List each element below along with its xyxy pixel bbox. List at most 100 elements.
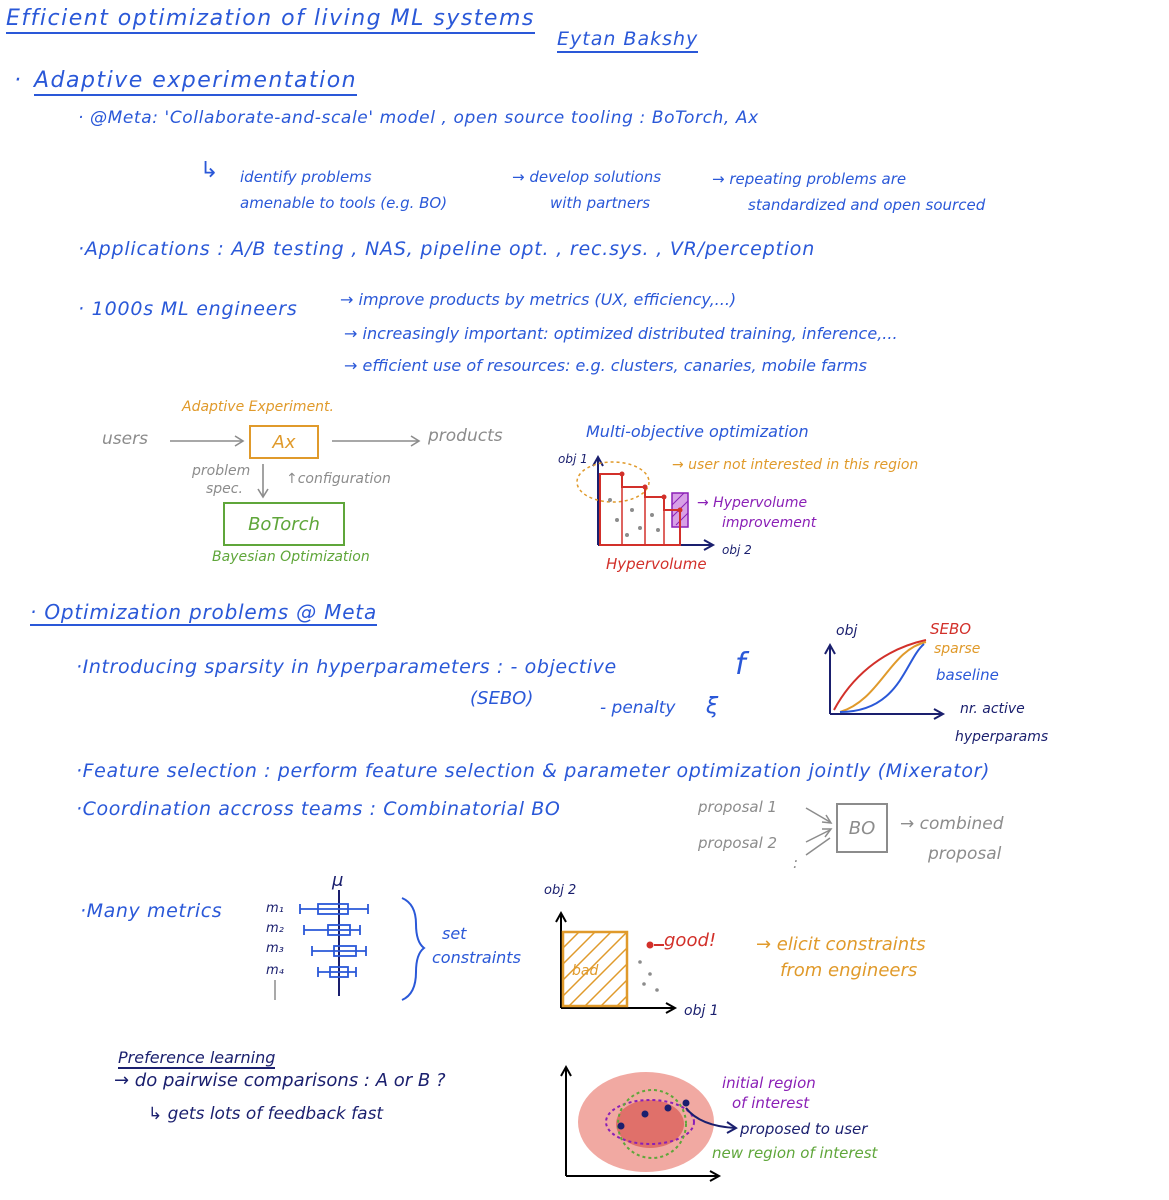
objective-f-symbol: f	[735, 647, 746, 682]
constraint-y-label: obj 2	[544, 883, 577, 898]
sebo-x-label-a: nr. active	[960, 701, 1025, 717]
sparsity-line: ·Introducing sparsity in hyperparameters…	[76, 656, 617, 678]
bayesian-optimization-label: Bayesian Optimization	[212, 549, 370, 565]
section-heading-adaptive: Adaptive experimentation	[34, 70, 358, 96]
ax-box: Ax	[249, 425, 319, 459]
new-region-outline	[617, 1089, 687, 1159]
bullet: ·	[14, 68, 21, 93]
penalty-label: - penalty	[600, 698, 676, 718]
feature-selection-line: ·Feature selection : perform feature sel…	[76, 760, 990, 782]
good-label: good!	[664, 930, 717, 951]
constraint-x-label: obj 1	[684, 1003, 719, 1019]
coordination-line: ·Coordination accross teams : Combinator…	[76, 798, 561, 820]
preference-axes	[560, 1064, 722, 1182]
mu-label: μ	[332, 870, 344, 891]
page-title: Efficient optimization of living ML syst…	[6, 8, 535, 34]
meta-model-line: · @Meta: 'Collaborate-and-scale' model ,…	[78, 108, 759, 128]
engineers-label: · 1000s ML engineers	[78, 298, 298, 320]
baseline-curve	[839, 643, 925, 713]
bo-box: BO	[836, 803, 888, 853]
elicit-constraints-a: → elicit constraints	[756, 934, 926, 955]
metric-intervals	[299, 903, 369, 978]
not-interested-note: → user not interested in this region	[672, 457, 919, 473]
good-point	[646, 941, 654, 949]
initial-region-fill	[616, 1100, 684, 1148]
hv-improvement-a: → Hypervolume	[697, 495, 808, 511]
moo-obj1-label: obj 1	[558, 452, 588, 466]
author-name: Eytan Bakshy	[557, 30, 699, 53]
constraint-observations	[638, 960, 659, 992]
sebo-axes	[824, 642, 946, 720]
engineers-point-1: → improve products by metrics (UX, effic…	[340, 290, 737, 309]
proposed-arrow	[685, 1107, 736, 1129]
metric-m4: m₄	[266, 963, 284, 978]
feedback-line: ↳ gets lots of feedback fast	[148, 1104, 384, 1124]
sebo-legend: SEBO	[930, 620, 972, 638]
sparse-legend: sparse	[934, 641, 981, 657]
flow-step-2b: with partners	[550, 194, 651, 212]
set-constraints-b: constraints	[432, 948, 521, 967]
set-constraints-a: set	[442, 924, 467, 943]
flow-step-1a: identify problems	[240, 168, 372, 186]
pairwise-line: → do pairwise comparisons : A or B ?	[114, 1070, 446, 1091]
spec-label: spec.	[206, 481, 243, 497]
moo-obj2-label: obj 2	[722, 543, 752, 557]
combined-label-b: proposal	[928, 844, 1002, 864]
metric-m1: m₁	[266, 901, 284, 916]
preference-heading: Preference learning	[118, 1048, 276, 1069]
adaptive-experiment-label: Adaptive Experiment.	[182, 399, 334, 415]
sebo-paren: (SEBO)	[470, 688, 534, 709]
initial-region-label-b: of interest	[732, 1094, 810, 1112]
sebo-y-label: obj	[836, 623, 858, 639]
hypervolume-dividers	[621, 487, 665, 545]
applications-line: ·Applications : A/B testing , NAS, pipel…	[78, 238, 816, 260]
botorch-label: BoTorch	[248, 513, 320, 535]
pareto-points	[619, 471, 683, 513]
combined-label-a: → combined	[900, 814, 1004, 834]
sebo-curve	[833, 639, 927, 711]
constraint-axes	[555, 910, 678, 1014]
proposal-more-label: :	[793, 854, 799, 872]
initial-region-outline	[605, 1099, 695, 1145]
proposal-2-label: proposal 2	[698, 834, 778, 852]
proposal-1-label: proposal 1	[698, 798, 778, 816]
candidate-points	[617, 1099, 690, 1130]
metric-m3: m₃	[266, 941, 284, 956]
problem-label: problem	[192, 463, 251, 479]
flow-step-3a: → repeating problems are	[712, 170, 907, 188]
moo-title: Multi-objective optimization	[586, 422, 809, 441]
many-metrics-label: ·Many metrics	[80, 900, 223, 922]
ax-label: Ax	[272, 431, 296, 453]
uninterested-region	[576, 461, 650, 503]
engineers-point-3: → efficient use of resources: e.g. clust…	[344, 356, 867, 375]
penalty-xi-symbol: ξ	[706, 694, 719, 719]
users-label: users	[102, 429, 148, 449]
sparse-curve	[839, 641, 927, 713]
elicit-constraints-b: from engineers	[780, 960, 918, 981]
curly-brace	[401, 897, 426, 1001]
hook-arrow: ↳	[200, 158, 219, 183]
hypervolume-label: Hypervolume	[606, 555, 707, 573]
flow-step-1b: amenable to tools (e.g. BO)	[240, 194, 448, 212]
moo-observations	[608, 498, 660, 537]
hv-improvement-b: improvement	[722, 515, 817, 531]
products-label: products	[428, 426, 503, 446]
configuration-label: ↑configuration	[286, 471, 391, 487]
engineers-point-2: → increasingly important: optimized dist…	[344, 324, 898, 343]
proposed-to-user-label: proposed to user	[740, 1120, 868, 1138]
flow-step-3b: standardized and open sourced	[748, 196, 986, 214]
metric-m2: m₂	[266, 921, 284, 936]
initial-region-label-a: initial region	[722, 1074, 816, 1092]
sebo-x-label-b: hyperparams	[955, 729, 1049, 745]
baseline-legend: baseline	[936, 666, 999, 684]
bad-hatch	[562, 931, 628, 1007]
new-region-label: new region of interest	[712, 1144, 878, 1162]
flow-step-2a: → develop solutions	[512, 168, 662, 186]
